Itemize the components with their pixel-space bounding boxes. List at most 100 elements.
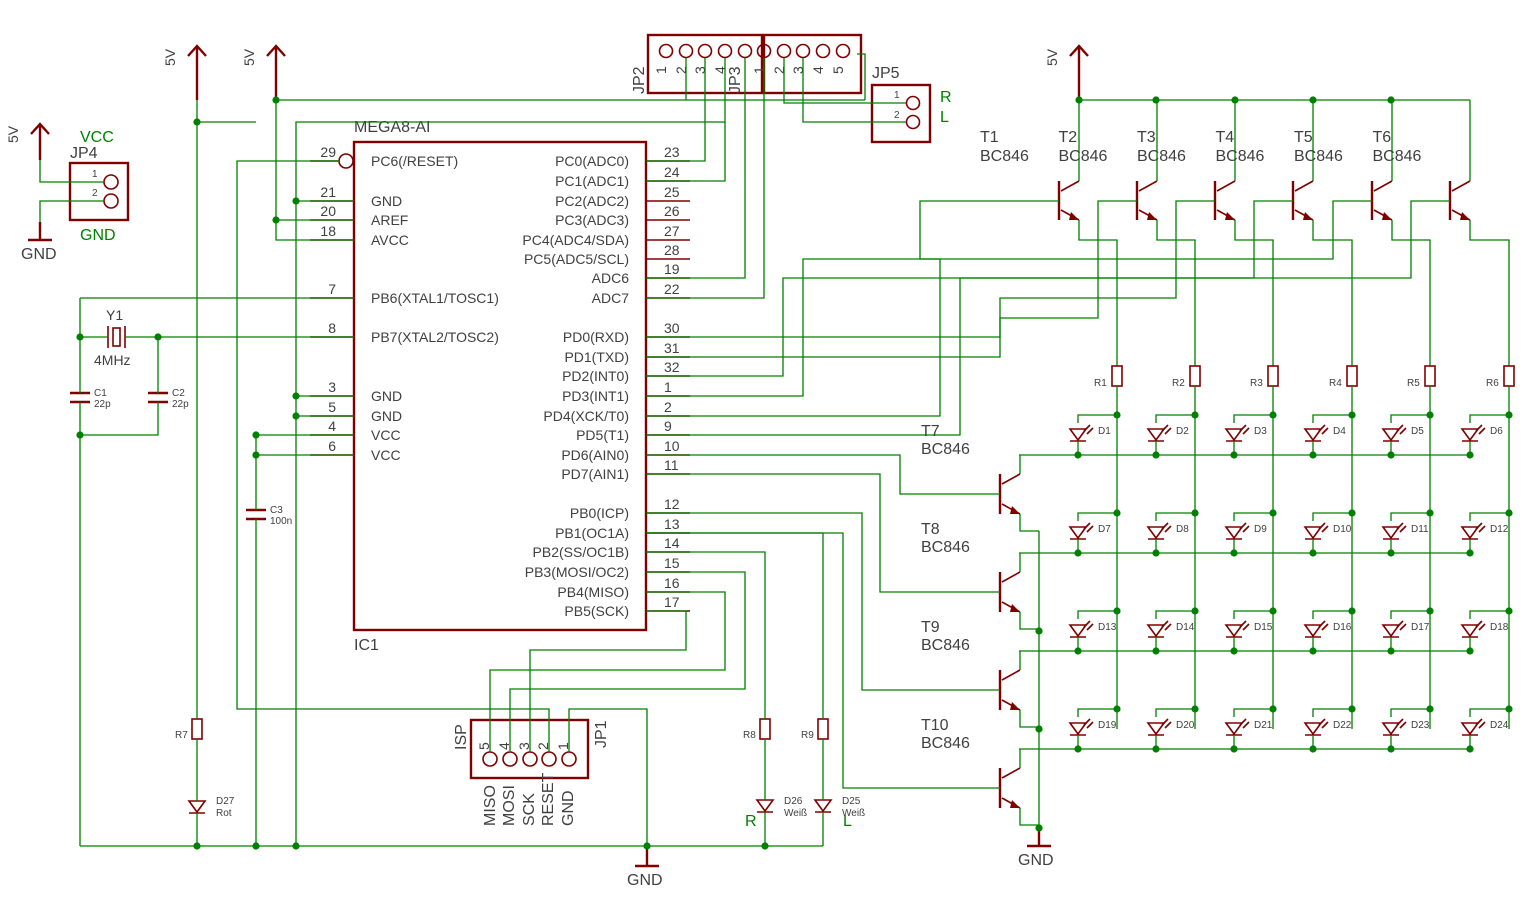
jp3-name: JP3	[727, 66, 744, 94]
led-name: D4	[1333, 426, 1346, 437]
led-symbol	[1381, 624, 1401, 638]
cap-name: C3	[270, 505, 283, 516]
gnd-label: GND	[21, 246, 57, 263]
led-symbol	[1381, 526, 1401, 540]
led-name: D25	[842, 796, 861, 807]
jp3-pin-2: 2	[771, 66, 787, 74]
junction-dot	[1348, 509, 1356, 517]
junction-dot	[1505, 705, 1513, 713]
led-anode-wire	[1312, 414, 1352, 423]
ic-pin-name: VCC	[371, 427, 401, 443]
jp4-name: JP4	[70, 145, 98, 162]
jp2-pin-2: 2	[673, 66, 689, 74]
resistor-r3: R3	[1250, 365, 1279, 389]
led-d6: D6	[1460, 424, 1503, 442]
transistor-arrow	[1010, 604, 1020, 612]
led-anode-wire	[1390, 512, 1430, 521]
led-d19: D19	[1068, 718, 1117, 736]
jp5-connector: 1 2 JP5 R L	[870, 65, 952, 144]
ic-pin-name: ADC6	[592, 270, 630, 286]
ic-pin-number: 29	[320, 144, 336, 160]
transistor-type: BC846	[980, 148, 1029, 165]
resistor-body	[1424, 365, 1436, 387]
led-name: D3	[1254, 426, 1267, 437]
junction-dot	[1309, 647, 1317, 655]
isp-ref: JP1	[593, 720, 610, 748]
gnd-label: GND	[1018, 852, 1054, 869]
junction-dot	[1309, 96, 1317, 104]
transistor-leads	[1001, 767, 1021, 809]
ic-pin-number: 10	[664, 438, 680, 454]
power-5v-jp4: 5V	[5, 122, 50, 160]
junction-dot	[292, 197, 300, 205]
cap-value: 22p	[94, 399, 111, 410]
crystal-value: 4MHz	[94, 352, 131, 368]
row-base-wire	[646, 473, 1000, 593]
led-rays	[1475, 718, 1486, 729]
transistor-arrow	[1303, 212, 1313, 220]
ic-pin-name: PC2(ADC2)	[555, 193, 629, 209]
led-symbol	[1303, 526, 1323, 540]
crystal-y1: Y1 4MHz	[94, 307, 131, 368]
junction-dot	[1426, 705, 1434, 713]
transistor-name: T3	[1137, 129, 1156, 146]
led-d4: D4	[1303, 424, 1346, 442]
ic-pin-number: 20	[320, 203, 336, 219]
ic-pin-name: PD5(T1)	[576, 427, 629, 443]
transistor-type: BC846	[921, 441, 970, 458]
transistor-t6: T6	[1373, 129, 1471, 221]
transistor-leads	[1001, 473, 1021, 515]
isp-pin-5: 5	[476, 742, 492, 750]
led-d21: D21	[1224, 718, 1273, 736]
led-anode-wire	[1233, 512, 1273, 521]
ic-pin-number: 28	[664, 242, 680, 258]
led-d14: D14	[1146, 620, 1195, 638]
ic-pin-number: 19	[664, 261, 680, 277]
led-symbol	[1224, 526, 1244, 540]
led-name: D5	[1411, 426, 1424, 437]
led-rays	[1161, 620, 1172, 631]
ic-pin-number: 25	[664, 184, 680, 200]
junction-dot	[1191, 607, 1199, 615]
ic-pin-name: PB1(OC1A)	[555, 525, 629, 541]
led-symbol	[1068, 624, 1088, 638]
led-d16: D16	[1303, 620, 1352, 638]
led-symbol	[1381, 722, 1401, 736]
ic-pin-name: PC1(ADC1)	[555, 173, 629, 189]
ic-pin-number: 12	[664, 496, 680, 512]
led-d18: D18	[1460, 620, 1509, 638]
isp-pin-3: 3	[516, 742, 532, 750]
jp3-pin-1: 1	[751, 66, 767, 74]
column-wire	[1469, 220, 1510, 366]
ic-pin-name: PD1(TXD)	[564, 349, 629, 365]
led-symbol	[1460, 526, 1480, 540]
resistor-r4: R4	[1329, 365, 1358, 389]
led-d5: D5	[1381, 424, 1424, 442]
junction-dot	[252, 451, 260, 459]
led-d17: D17	[1381, 620, 1430, 638]
led-rays	[1239, 718, 1250, 729]
transistor-leads	[1373, 180, 1393, 221]
base-wire	[646, 200, 1137, 338]
isp-pin-2: 2	[535, 742, 551, 750]
junction-dot	[1191, 705, 1199, 713]
transistor-leads	[1138, 180, 1158, 221]
led-d12: D12	[1460, 522, 1509, 540]
ic-pin-number: 1	[664, 379, 672, 395]
cap-value: 100n	[270, 516, 292, 527]
led-d2: D2	[1146, 424, 1189, 442]
junction-dot	[1152, 451, 1160, 459]
led-rays	[1083, 620, 1094, 631]
led-label: R	[745, 813, 757, 830]
ic1-chip: MEGA8-AI IC1 29PC6(/RESET)21GND20AREF18A…	[310, 119, 690, 654]
junction-dot	[193, 118, 201, 126]
row-emitter	[1019, 808, 1039, 826]
junction-dot	[1035, 627, 1043, 635]
led-rays	[1396, 424, 1407, 435]
transistor-arrow	[1069, 212, 1079, 220]
power-5v-label: 5V	[1044, 48, 1060, 66]
row-emitter	[1019, 710, 1039, 728]
power-5v-label: 5V	[241, 48, 257, 66]
led-anode-wire	[1312, 708, 1352, 717]
